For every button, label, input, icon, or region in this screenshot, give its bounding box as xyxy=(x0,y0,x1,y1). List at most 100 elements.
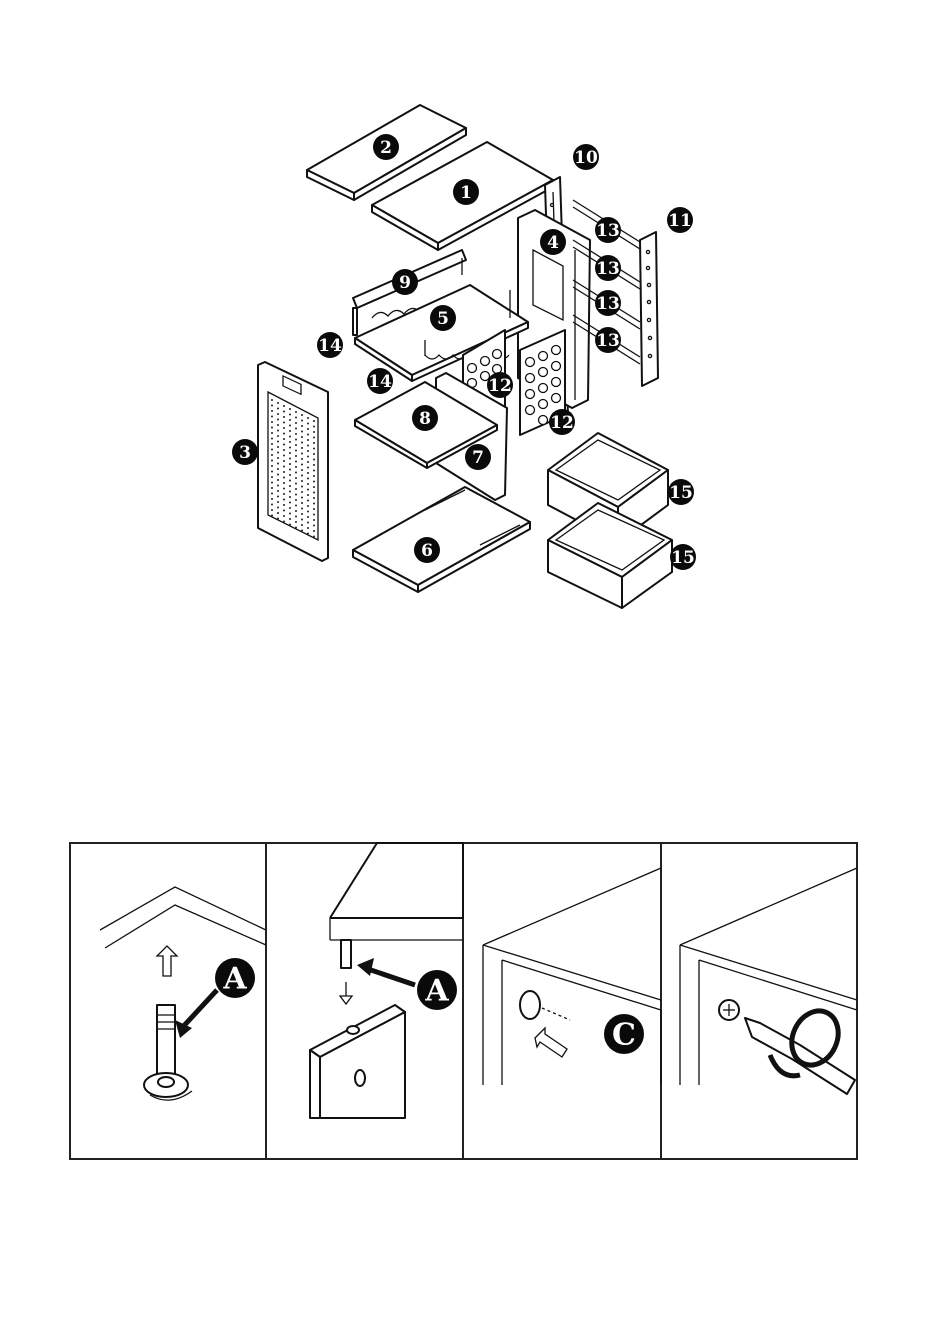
perforation-dot xyxy=(295,527,297,529)
perforation-dot xyxy=(277,512,279,514)
perforation-dot xyxy=(277,490,279,492)
perforation-dot xyxy=(313,431,315,433)
perforation-dot xyxy=(283,499,285,501)
callout-number: 2 xyxy=(380,138,392,158)
perforation-dot xyxy=(271,509,273,511)
perforation-dot xyxy=(313,420,315,422)
perforation-dot xyxy=(307,428,309,430)
perforation-dot xyxy=(307,489,309,491)
perforation-dot xyxy=(283,416,285,418)
perforation-dot xyxy=(301,436,303,438)
perforation-dot xyxy=(307,450,309,452)
perforation-dot xyxy=(301,519,303,521)
perforation-dot xyxy=(313,503,315,505)
callout-number: 14 xyxy=(368,372,392,392)
perforation-dot xyxy=(283,460,285,462)
drawer-15-lower xyxy=(548,503,672,608)
perforation-dot xyxy=(295,433,297,435)
callout-part-15b: 15 xyxy=(670,544,696,570)
perforation-dot xyxy=(289,491,291,493)
perforation-dot xyxy=(277,430,279,432)
perforation-dot xyxy=(307,456,309,458)
callout-number: 6 xyxy=(421,541,433,561)
perforation-dot xyxy=(271,399,273,401)
perforation-dot xyxy=(283,466,285,468)
perforation-dot xyxy=(307,439,309,441)
perforation-dot xyxy=(313,437,315,439)
callout-part-13d: 13 xyxy=(595,327,621,353)
perforation-dot xyxy=(289,458,291,460)
perforation-dot xyxy=(289,513,291,515)
perforation-dot xyxy=(295,494,297,496)
callout-number: 1 xyxy=(460,183,472,203)
perforation-dot xyxy=(289,425,291,427)
perforation-dot xyxy=(307,522,309,524)
perforation-dot xyxy=(301,431,303,433)
perforation-dot xyxy=(271,405,273,407)
callout-part-11: 11 xyxy=(667,207,693,233)
perforation-dot xyxy=(295,439,297,441)
perforation-dot xyxy=(295,450,297,452)
perforation-dot xyxy=(271,410,273,412)
callout-part-14b: 14 xyxy=(367,368,393,394)
perforation-dot xyxy=(295,521,297,523)
perforation-dot xyxy=(295,411,297,413)
callout-part-13b: 13 xyxy=(595,255,621,281)
perforation-dot xyxy=(277,468,279,470)
perforation-dot xyxy=(301,414,303,416)
perforation-dot xyxy=(271,460,273,462)
perforation-dot xyxy=(289,414,291,416)
callout-number: 13 xyxy=(596,259,620,279)
perforation-dot xyxy=(277,446,279,448)
perforation-dot xyxy=(283,504,285,506)
perforation-dot xyxy=(283,438,285,440)
perforation-dot xyxy=(283,411,285,413)
perforation-dot xyxy=(301,458,303,460)
perforation-dot xyxy=(307,516,309,518)
perforation-dot xyxy=(289,408,291,410)
perforation-dot xyxy=(289,436,291,438)
perforation-dot xyxy=(289,463,291,465)
perforation-dot xyxy=(277,507,279,509)
perforation-dot xyxy=(271,416,273,418)
perforation-dot xyxy=(271,476,273,478)
perforation-dot xyxy=(283,405,285,407)
perforation-dot xyxy=(283,521,285,523)
perforation-dot xyxy=(277,435,279,437)
perforation-dot xyxy=(307,500,309,502)
callout-number: 14 xyxy=(318,336,342,356)
perforation-dot xyxy=(313,448,315,450)
perforation-dot xyxy=(313,459,315,461)
perforation-dot xyxy=(289,496,291,498)
perforation-dot xyxy=(271,465,273,467)
perforation-dot xyxy=(307,467,309,469)
callout-number: 13 xyxy=(596,221,620,241)
perforation-dot xyxy=(313,497,315,499)
perforation-dot xyxy=(313,426,315,428)
perforation-dot xyxy=(295,499,297,501)
perforation-dot xyxy=(307,461,309,463)
hardware-label-c: C xyxy=(612,1018,636,1053)
callout-number: 15 xyxy=(669,483,693,503)
perforation-dot xyxy=(289,469,291,471)
perforation-dot xyxy=(295,472,297,474)
perforation-dot xyxy=(307,417,309,419)
perforation-dot xyxy=(301,497,303,499)
perforation-dot xyxy=(301,464,303,466)
perforation-dot xyxy=(289,474,291,476)
perforation-dot xyxy=(271,498,273,500)
perforation-dot xyxy=(289,430,291,432)
perforation-dot xyxy=(271,438,273,440)
perforation-dot xyxy=(277,457,279,459)
callout-number: 12 xyxy=(550,413,574,433)
perforation-dot xyxy=(295,488,297,490)
perforation-dot xyxy=(271,493,273,495)
panel-6 xyxy=(353,487,530,592)
perforation-dot xyxy=(283,471,285,473)
callout-part-7: 7 xyxy=(465,444,491,470)
callout-part-3: 3 xyxy=(232,439,258,465)
perforation-dot xyxy=(271,443,273,445)
perforation-dot xyxy=(313,514,315,516)
perforation-dot xyxy=(271,487,273,489)
perforation-dot xyxy=(301,447,303,449)
